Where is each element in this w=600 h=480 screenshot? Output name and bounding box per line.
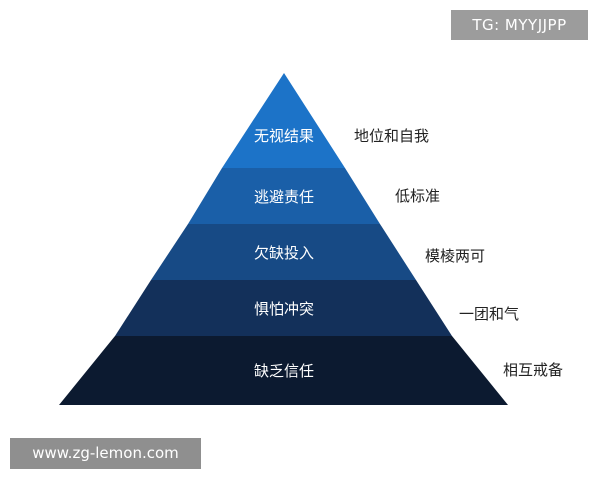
tier-1-label: 逃避责任 [254, 188, 314, 206]
tier-3-shape [115, 280, 452, 336]
watermark-top: TG: MYYJJPP [451, 10, 588, 40]
tier-2-label: 欠缺投入 [254, 244, 314, 262]
watermark-bottom: www.zg-lemon.com [10, 438, 201, 469]
side-label-2: 模棱两可 [425, 247, 486, 265]
tier-0-shape [222, 73, 345, 168]
tier-4-shape [59, 336, 508, 405]
side-label-0: 地位和自我 [354, 127, 430, 145]
tier-0-label: 无视结果 [254, 127, 314, 145]
side-label-4: 相互戒备 [503, 361, 564, 379]
tier-3-label: 惧怕冲突 [254, 300, 314, 318]
side-label-1: 低标准 [395, 187, 441, 205]
tier-4-label: 缺乏信任 [254, 362, 314, 380]
tier-2-shape [151, 224, 416, 280]
tier-1-shape [188, 168, 380, 224]
side-label-3: 一团和气 [459, 305, 520, 323]
